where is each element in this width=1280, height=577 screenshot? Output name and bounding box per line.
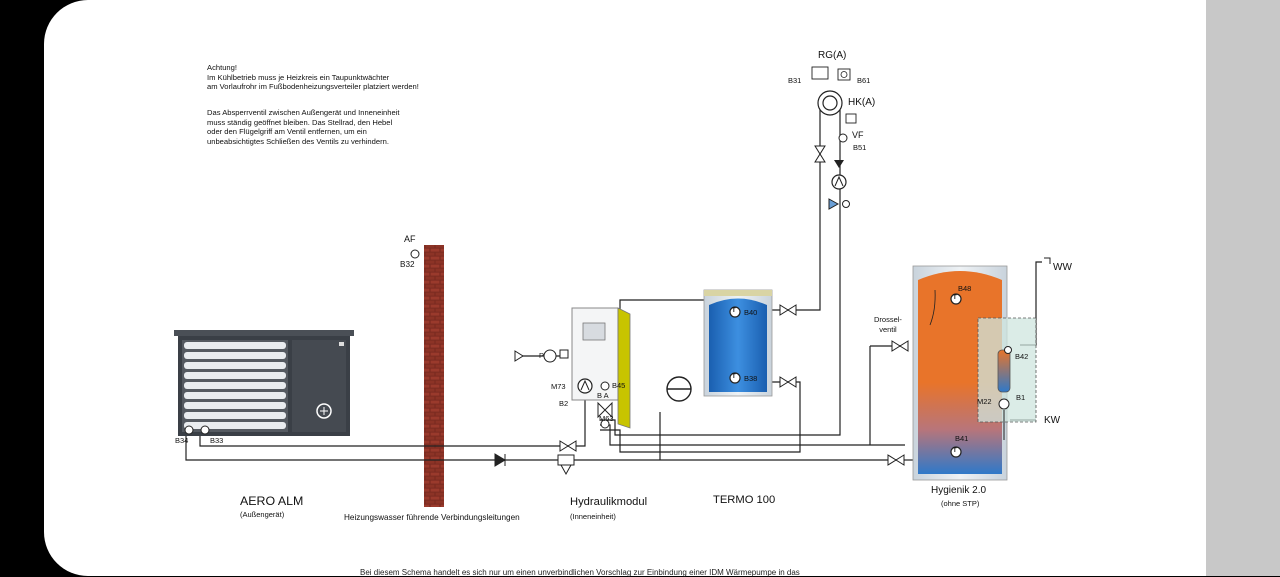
label-b45: B45 <box>612 381 626 390</box>
label-b33: B33 <box>210 436 224 445</box>
hygiene-tank-hygienik-2 <box>912 257 1051 481</box>
temperature-sensors <box>184 133 1012 435</box>
label-m22: M22 <box>977 397 992 406</box>
hydraulic-module-title: Hydraulikmodul <box>570 496 648 508</box>
valve-warning-note: Das Absperrventil zwischen Außengerät un… <box>207 108 400 146</box>
label-m73: M73 <box>551 382 566 391</box>
heating-circuit-hk <box>817 90 857 210</box>
room-unit-rg <box>811 66 851 81</box>
hygiene-tank-subtitle: (ohne STP) <box>941 499 980 508</box>
label-b1: B1 <box>1016 393 1026 402</box>
label-b41: B41 <box>955 434 969 443</box>
label-ww: WW <box>1053 262 1072 273</box>
label-rg: RG(A) <box>818 50 847 61</box>
label-b32: B32 <box>400 260 415 269</box>
module-display <box>582 322 606 341</box>
label-b48: B48 <box>958 284 972 293</box>
heat-exchanger-icon <box>997 349 1011 393</box>
safety-group-icon <box>514 349 569 363</box>
check-valve-icon <box>494 453 506 467</box>
outdoor-sensor-icon <box>410 249 420 259</box>
tank-sensors <box>729 293 962 458</box>
tap-icon <box>1044 257 1051 264</box>
sensor-t-b38: T <box>732 374 736 380</box>
sensor-t-b48: T <box>953 295 957 301</box>
expansion-vessel-icon <box>666 376 692 402</box>
label-kw: KW <box>1044 415 1061 426</box>
label-m63: M63 <box>599 414 614 423</box>
label-p: P <box>539 351 545 360</box>
label-drossel: Drossel- ventil <box>874 315 902 334</box>
label-b31: B31 <box>788 76 802 85</box>
label-b38: B38 <box>744 374 758 383</box>
label-b42: B42 <box>1015 352 1029 361</box>
shutoff-valves <box>559 145 909 466</box>
hygiene-tank-title: Hygienik 2.0 <box>931 485 987 496</box>
three-way-valve-m63-icon <box>597 401 613 429</box>
wall-caption: Heizungswasser führende Verbindungsleitu… <box>344 513 520 522</box>
outdoor-unit-title: AERO ALM <box>240 494 304 508</box>
circulation-pump-m73-icon <box>577 378 593 394</box>
label-af: AF <box>404 234 416 244</box>
heating-check-valve-icon <box>834 160 844 168</box>
outdoor-unit-aero-alm <box>174 330 354 436</box>
idm-logo-icon <box>339 342 344 346</box>
outdoor-unit-subtitle: (Außengerät) <box>240 510 285 519</box>
label-b-a: B A <box>597 391 609 400</box>
mixing-valve-icon <box>828 198 840 210</box>
label-b2: B2 <box>559 399 569 408</box>
label-b61: B61 <box>857 76 871 85</box>
brick-wall <box>424 245 444 507</box>
label-vf: VF <box>852 130 864 140</box>
hydraulic-module <box>571 307 631 429</box>
outdoor-unit-fan-icon <box>316 403 332 419</box>
label-b51: B51 <box>853 143 867 152</box>
dirt-separator-icon <box>557 454 575 476</box>
sensor-t-b40: T <box>732 308 736 314</box>
buffer-tank-title: TERMO 100 <box>713 494 776 506</box>
label-b34: B34 <box>175 436 189 445</box>
cooling-warning-note: Achtung! Im Kühlbetrieb muss je Heizkrei… <box>207 63 419 92</box>
outdoor-unit-fan-grille <box>184 342 286 429</box>
sensor-t-b41: T <box>953 448 957 454</box>
hydraulic-module-subtitle: (Inneneinheit) <box>570 512 616 521</box>
right-margin-bar <box>1206 0 1280 576</box>
label-b40: B40 <box>744 308 758 317</box>
dhw-pump-m22-icon <box>998 398 1010 410</box>
pipe-network <box>185 102 1042 461</box>
label-hk: HK(A) <box>848 97 876 108</box>
diagram-card <box>44 0 1206 576</box>
footer-disclaimer: Bei diesem Schema handelt es sich nur um… <box>360 568 800 577</box>
